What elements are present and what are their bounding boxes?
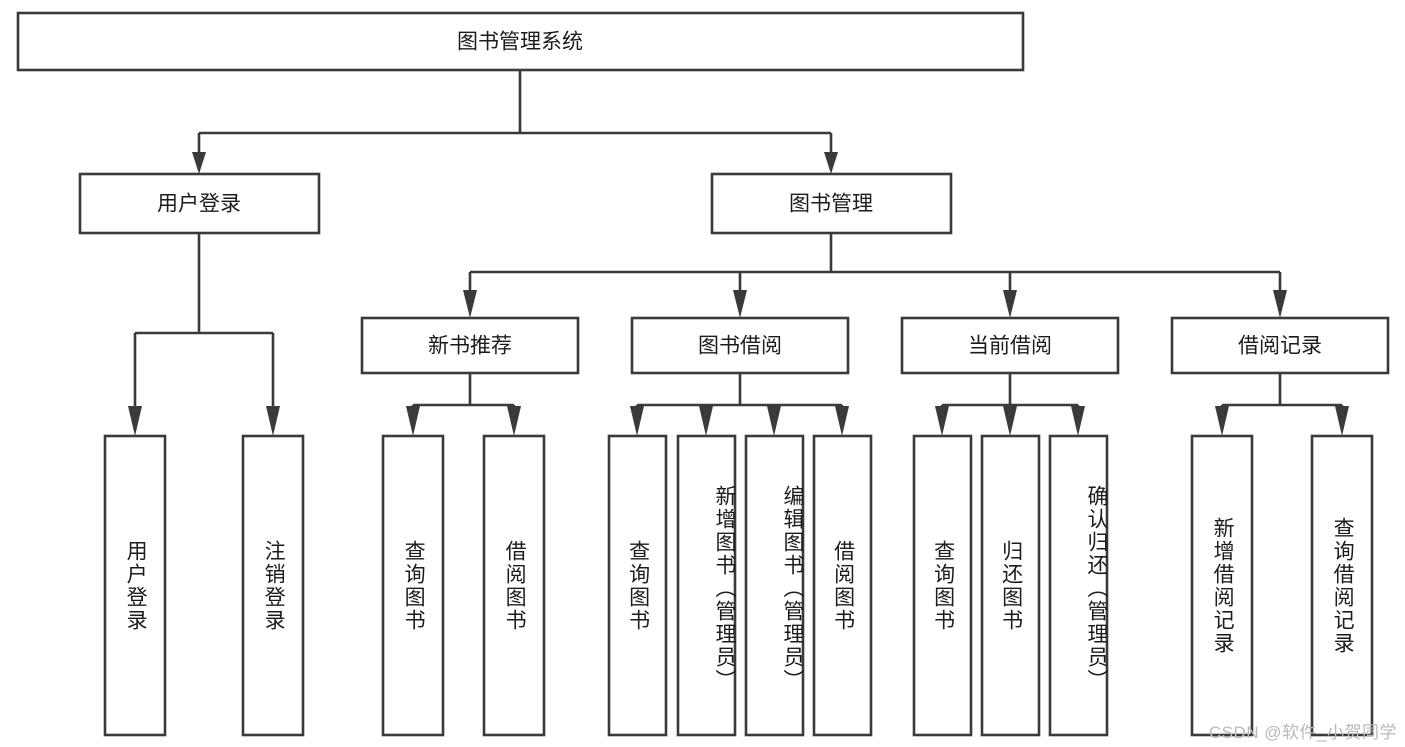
node-current-borrow-label: 当前借阅 — [968, 335, 1052, 358]
node-user-login-box[interactable] — [78, 172, 321, 235]
arrow-head-current-borrow — [1003, 290, 1017, 318]
arrow-head-book-borrow — [733, 290, 747, 318]
node-new-book-recommend-box[interactable] — [360, 316, 580, 375]
arrow-head-leaf-user-login — [128, 406, 142, 436]
node-user-login[interactable]: 用户登录 — [78, 172, 321, 235]
node-book-borrow[interactable]: 图书借阅 — [630, 316, 850, 375]
leaf-borrow-book-1-box[interactable] — [482, 434, 546, 737]
arrow-head-book-manage — [824, 152, 838, 174]
arrow-head-leaf-borrow-book-1 — [507, 406, 521, 436]
arrow-head-user-login — [192, 152, 206, 174]
leaf-return-book-box[interactable] — [980, 434, 1041, 737]
leaf-box-layer — [103, 434, 1374, 737]
node-new-book-recommend-label: 新书推荐 — [428, 335, 512, 358]
arrow-head-borrow-record — [1273, 290, 1287, 318]
node-current-borrow-box[interactable] — [900, 316, 1120, 375]
arrow-head-leaf-user-logout — [266, 406, 280, 436]
arrow-head-leaf-add-book — [699, 406, 713, 436]
leaf-confirm-return-box[interactable] — [1048, 434, 1109, 737]
leaf-query-book-2-box[interactable] — [607, 434, 668, 737]
leaf-query-book-3-box[interactable] — [912, 434, 973, 737]
arrow-head-leaf-query-book-3 — [935, 406, 949, 436]
arrow-head-leaf-query-book-2 — [630, 406, 644, 436]
node-borrow-record-box[interactable] — [1170, 316, 1390, 375]
arrow-head-leaf-query-book-1 — [406, 406, 420, 436]
leaf-query-record-box[interactable] — [1310, 434, 1374, 737]
node-root-box[interactable] — [16, 11, 1025, 72]
leaf-user-login-box[interactable] — [103, 434, 167, 737]
node-book-manage-box[interactable] — [710, 172, 953, 235]
node-new-book-recommend[interactable]: 新书推荐 — [360, 316, 580, 375]
arrow-head-leaf-confirm-return — [1071, 406, 1085, 436]
connector-layer — [128, 70, 1349, 436]
csdn-watermark: CSDN @软件_小贺同学 — [1208, 723, 1397, 742]
node-current-borrow[interactable]: 当前借阅 — [900, 316, 1120, 375]
node-book-borrow-label: 图书借阅 — [698, 335, 782, 358]
node-user-login-label: 用户登录 — [157, 193, 241, 216]
node-book-manage[interactable]: 图书管理 — [710, 172, 953, 235]
arrow-head-leaf-add-record — [1215, 406, 1229, 436]
node-borrow-record-label: 借阅记录 — [1238, 335, 1322, 358]
arrow-head-leaf-query-record — [1335, 406, 1349, 436]
arrow-head-new-book — [463, 290, 477, 318]
leaf-user-logout-box[interactable] — [241, 434, 305, 737]
node-root-label: 图书管理系统 — [457, 31, 583, 54]
leaf-add-record-box[interactable] — [1190, 434, 1254, 737]
leaf-add-book-box[interactable] — [676, 434, 737, 737]
arrow-head-leaf-borrow-book-2 — [835, 406, 849, 436]
node-book-borrow-box[interactable] — [630, 316, 850, 375]
arrow-head-leaf-edit-book — [767, 406, 781, 436]
node-book-manage-label: 图书管理 — [789, 193, 873, 216]
leaf-query-book-1-box[interactable] — [381, 434, 445, 737]
leaf-borrow-book-2-box[interactable] — [812, 434, 873, 737]
arrow-head-leaf-return-book — [1003, 406, 1017, 436]
node-root[interactable]: 图书管理系统 — [16, 11, 1025, 72]
leaf-edit-book-box[interactable] — [744, 434, 805, 737]
node-borrow-record[interactable]: 借阅记录 — [1170, 316, 1390, 375]
